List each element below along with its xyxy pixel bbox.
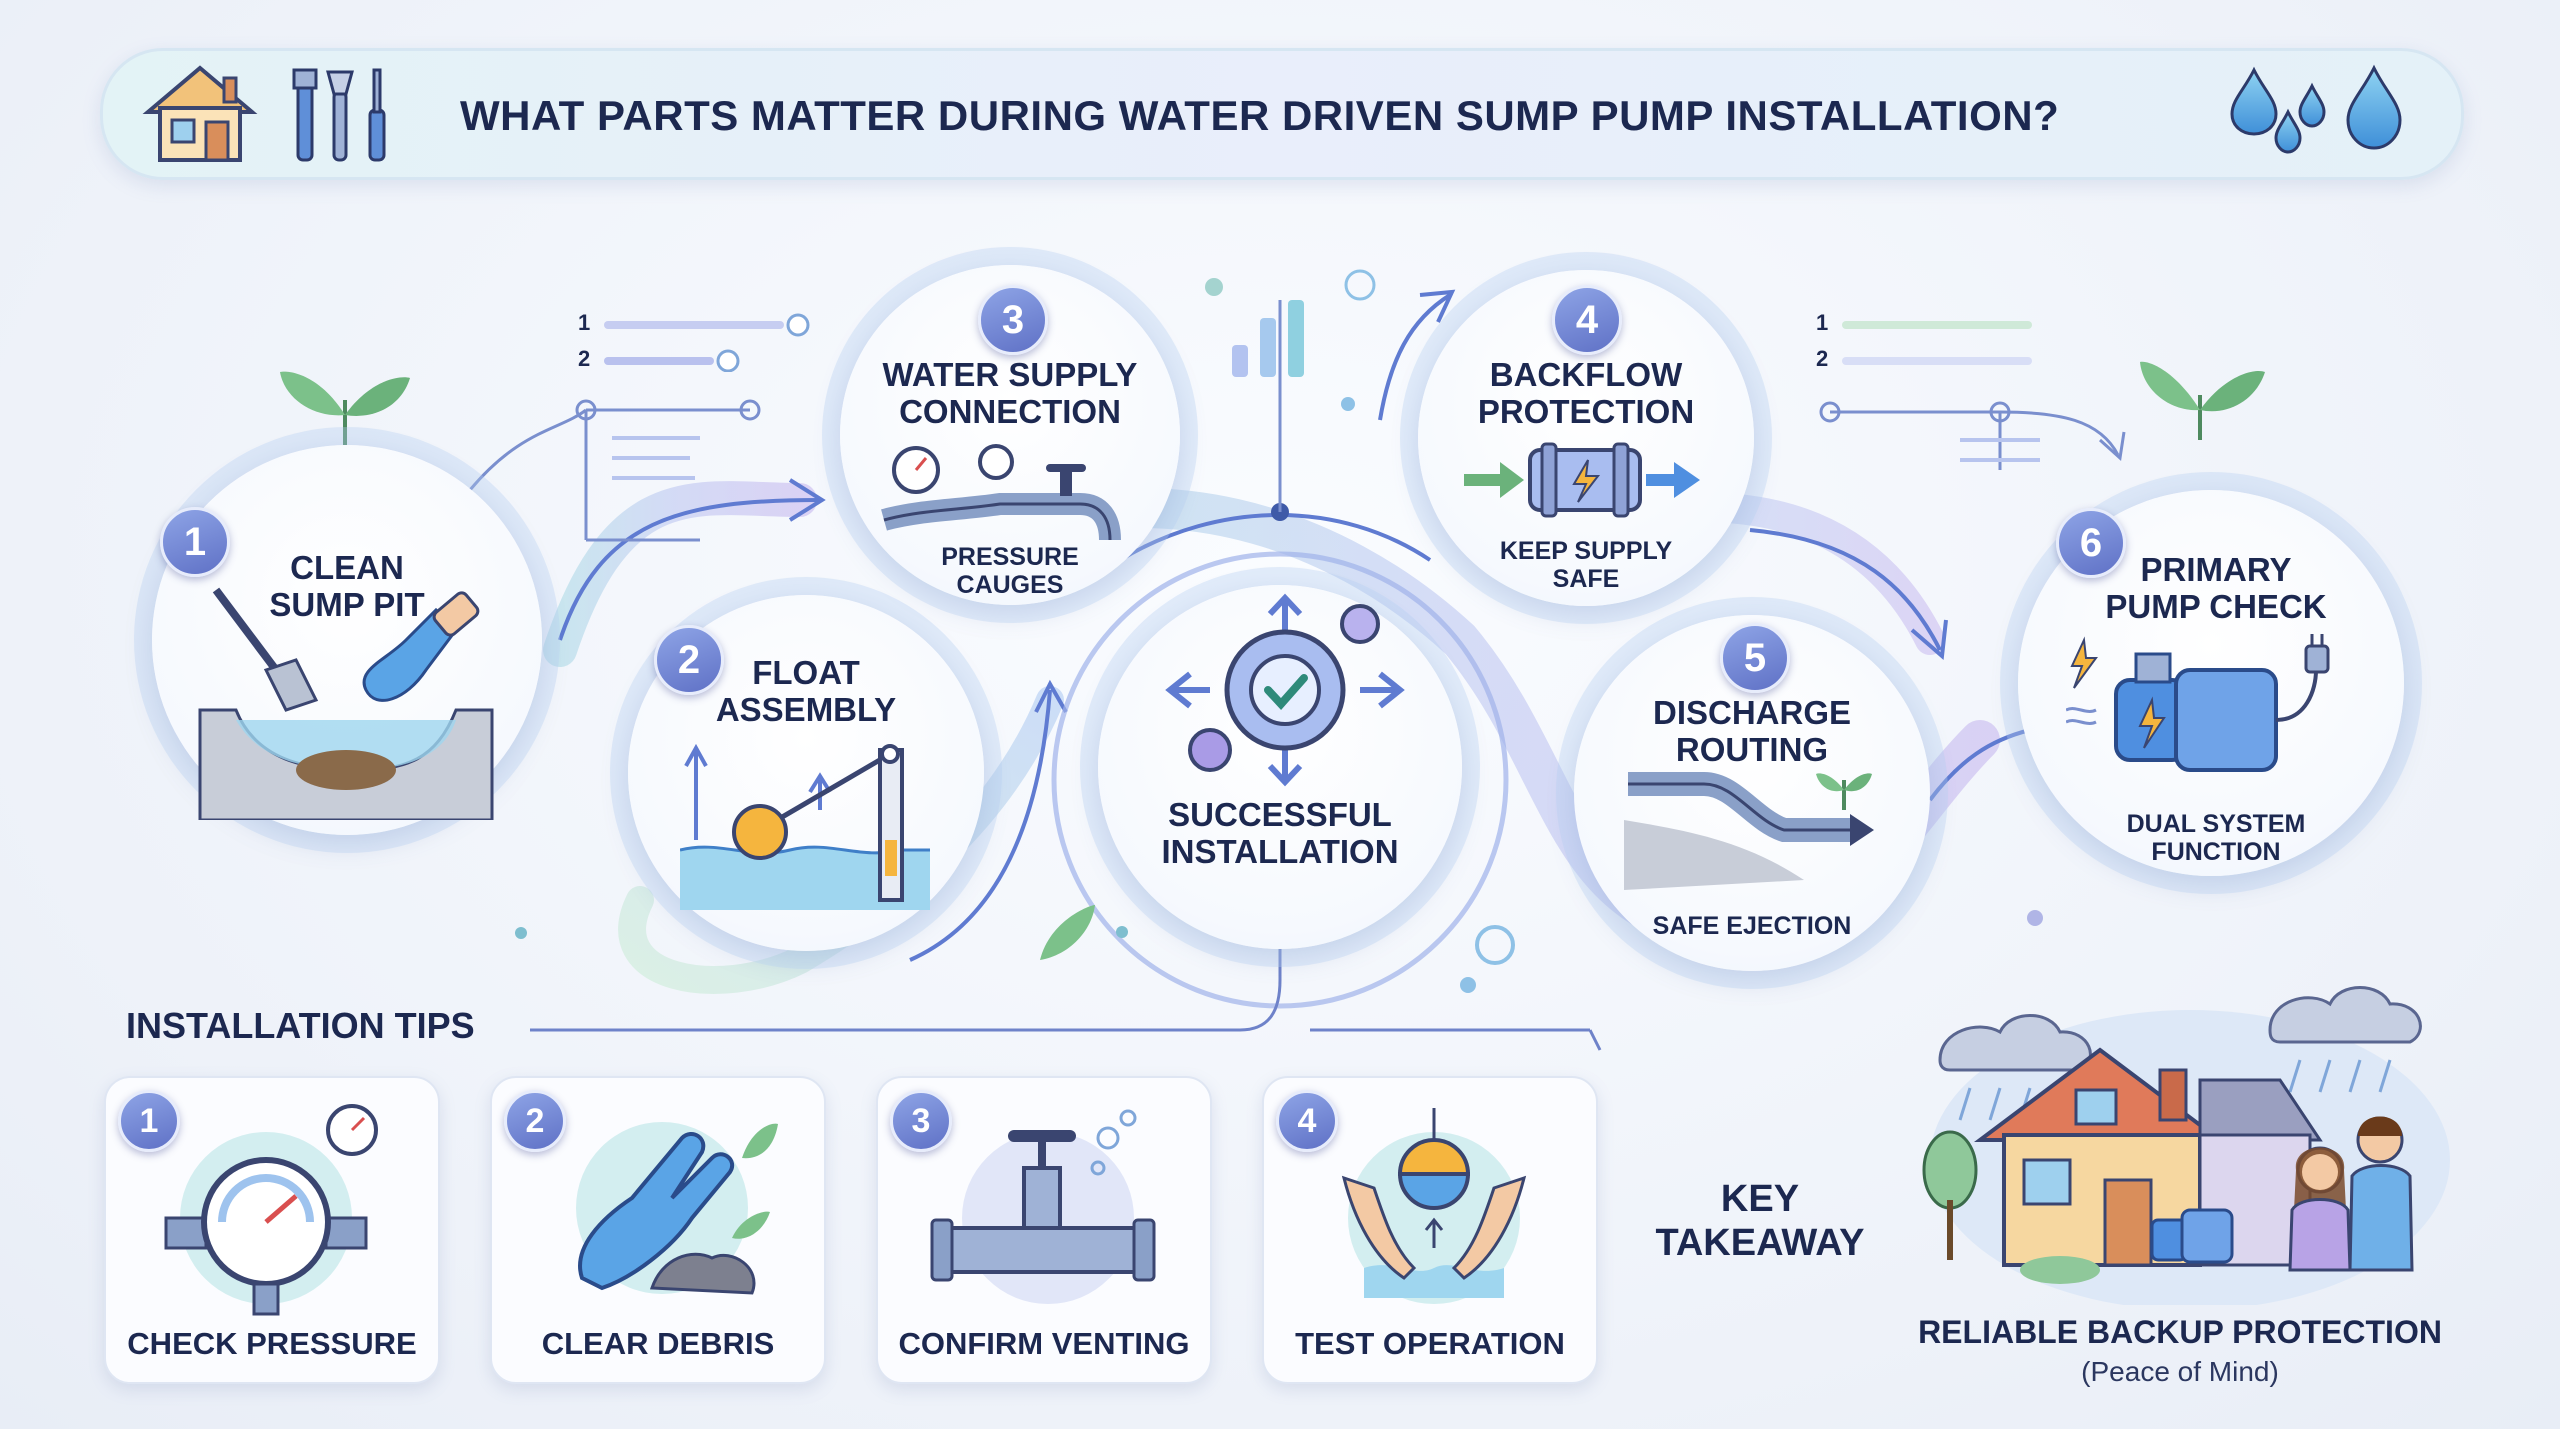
step-5-caption: SAFE EJECTION — [1652, 912, 1852, 940]
pump-plug-icon — [2066, 634, 2330, 772]
tip-1-badge: 1 — [118, 1090, 180, 1152]
tip-3-badge: 3 — [890, 1090, 952, 1152]
hands-float-icon — [1341, 1108, 1527, 1304]
right-list-num-2: 2 — [1816, 346, 1828, 371]
tip-card-test-operation: 4 TEST OPERATION — [1262, 1076, 1598, 1384]
house-family-illustration — [1922, 986, 2450, 1305]
house-icon — [142, 65, 258, 162]
tip-2-label: CLEAR DEBRIS — [541, 1326, 775, 1361]
valve-pipe-icon — [930, 1109, 1156, 1304]
water-drops-icon — [2230, 64, 2402, 154]
tips-title: INSTALLATION TIPS — [126, 1005, 475, 1046]
tip-card-confirm-venting: 3 CONFIRM VENTING — [876, 1076, 1212, 1384]
backflow-valve-icon — [1464, 442, 1700, 518]
left-list-num-1: 1 — [578, 310, 590, 335]
key-takeaway-main: RELIABLE BACKUP PROTECTION — [1918, 1314, 2442, 1350]
step-3-badge: 3 — [978, 285, 1048, 355]
tip-card-clear-debris: 2 CLEAR DEBRIS — [490, 1076, 826, 1384]
title-banner — [100, 48, 2464, 180]
tip-card-check-pressure: 1 CHECK PRESSURE — [104, 1076, 440, 1384]
key-takeaway-sub: (Peace of Mind) — [2081, 1356, 2279, 1387]
tip-3-label: CONFIRM VENTING — [898, 1326, 1190, 1361]
right-list-num-1: 1 — [1816, 310, 1828, 335]
step-1-badge: 1 — [160, 507, 230, 577]
pressure-gauges-icon — [881, 444, 1121, 541]
left-list-num-2: 2 — [578, 346, 590, 371]
discharge-pipe-icon — [1624, 772, 1874, 890]
tip-1-label: CHECK PRESSURE — [127, 1326, 417, 1361]
step-4-badge: 4 — [1552, 285, 1622, 355]
tip-2-badge: 2 — [504, 1090, 566, 1152]
glove-debris-icon — [576, 1122, 778, 1295]
shovel-glove-icon — [198, 587, 494, 820]
left-progress-list: 1 2 — [578, 310, 810, 372]
tip-4-label: TEST OPERATION — [1295, 1326, 1565, 1361]
tip-4-badge: 4 — [1276, 1090, 1338, 1152]
page-title: WHAT PARTS MATTER DURING WATER DRIVEN SU… — [460, 92, 2060, 139]
step-6-badge: 6 — [2056, 508, 2126, 578]
float-icon — [680, 743, 930, 910]
right-progress-list: 1 2 — [1816, 310, 2032, 371]
step-5-badge: 5 — [1720, 623, 1790, 693]
tools-icon — [292, 68, 386, 162]
gears-check-icon — [1165, 593, 1405, 787]
pressure-gauge-icon — [164, 1104, 378, 1316]
step-2-badge: 2 — [654, 625, 724, 695]
